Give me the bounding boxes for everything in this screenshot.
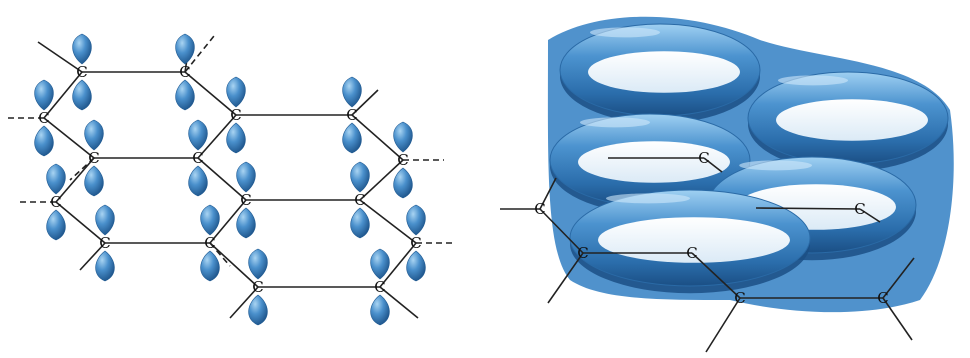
p-orbital-lobe xyxy=(371,249,390,279)
p-orbital-lobe xyxy=(343,77,362,107)
carbon-atom-label: C xyxy=(38,109,49,127)
carbon-atom-label: C xyxy=(252,278,263,296)
carbon-atom-label: C xyxy=(99,234,110,252)
carbon-atom-label: C xyxy=(179,63,190,81)
p-orbital-lobe xyxy=(394,168,413,198)
p-orbital-lobe xyxy=(96,251,115,281)
torus-highlight xyxy=(778,75,848,85)
carbon-atom-label: C xyxy=(686,244,697,262)
pi-electron-torus xyxy=(560,24,760,123)
torus-highlight xyxy=(580,117,650,127)
pi-cloud-lattice-panel: C C C C C C C xyxy=(500,17,954,352)
carbon-atom-label: C xyxy=(50,193,61,211)
p-orbital-lobe xyxy=(96,205,115,235)
torus-hole xyxy=(776,99,928,141)
p-orbital-lobe xyxy=(189,120,208,150)
p-orbital-lobe xyxy=(47,210,66,240)
carbon-atom-label: C xyxy=(410,234,421,252)
p-orbital-lobe xyxy=(343,123,362,153)
p-orbital-lobe xyxy=(176,80,195,110)
p-orbital-lobe xyxy=(189,166,208,196)
p-orbital-lobe xyxy=(249,249,268,279)
p-orbital-lattice-panel: C C C C C C C C C C C C C C C C xyxy=(6,34,456,325)
carbon-atom-label: C xyxy=(577,244,588,262)
p-orbital-lobe xyxy=(249,295,268,325)
p-orbital-lobe xyxy=(407,205,426,235)
p-orbital-lobe xyxy=(85,120,104,150)
p-orbital-lobe xyxy=(201,205,220,235)
carbon-atom-label: C xyxy=(240,191,251,209)
p-orbital-lobe xyxy=(407,251,426,281)
p-orbital-lobe xyxy=(227,123,246,153)
p-orbital-lobe xyxy=(35,126,54,156)
carbon-atom-label: C xyxy=(204,234,215,252)
carbon-atom-label: C xyxy=(354,191,365,209)
carbon-atom-label: C xyxy=(88,149,99,167)
carbon-atom-label: C xyxy=(534,200,545,218)
carbon-atom-label: C xyxy=(698,149,709,167)
p-orbital-lobe xyxy=(201,251,220,281)
p-orbital-lobe xyxy=(176,34,195,64)
pi-electron-torus xyxy=(570,190,810,293)
torus-highlight xyxy=(590,27,660,37)
p-orbital-lobe xyxy=(351,208,370,238)
torus-hole xyxy=(588,51,740,93)
p-orbital-lobe xyxy=(73,80,92,110)
torus-highlight xyxy=(739,160,812,170)
carbon-atom-label: C xyxy=(346,106,357,124)
p-orbital-lobe xyxy=(237,162,256,192)
p-orbital-lobe xyxy=(394,122,413,152)
p-orbital-lobe xyxy=(227,77,246,107)
carbon-atom-label: C xyxy=(877,289,888,307)
carbon-atom-label: C xyxy=(854,200,865,218)
p-orbital-lobe xyxy=(35,80,54,110)
p-orbital-lobe xyxy=(351,162,370,192)
p-orbital-lobe xyxy=(371,295,390,325)
torus-highlight xyxy=(606,193,690,203)
carbon-atom-label: C xyxy=(397,151,408,169)
p-orbital-lobe xyxy=(47,164,66,194)
p-orbital-lobe xyxy=(85,166,104,196)
carbon-atom-label: C xyxy=(192,149,203,167)
carbon-atom-label: C xyxy=(230,106,241,124)
carbon-atom-label: C xyxy=(76,63,87,81)
carbon-atom-label: C xyxy=(734,289,745,307)
bond-line xyxy=(756,208,860,209)
pi-electron-torus xyxy=(748,72,948,171)
p-orbital-lobe xyxy=(237,208,256,238)
carbon-atom-label: C xyxy=(374,278,385,296)
p-orbital-lobe xyxy=(73,34,92,64)
